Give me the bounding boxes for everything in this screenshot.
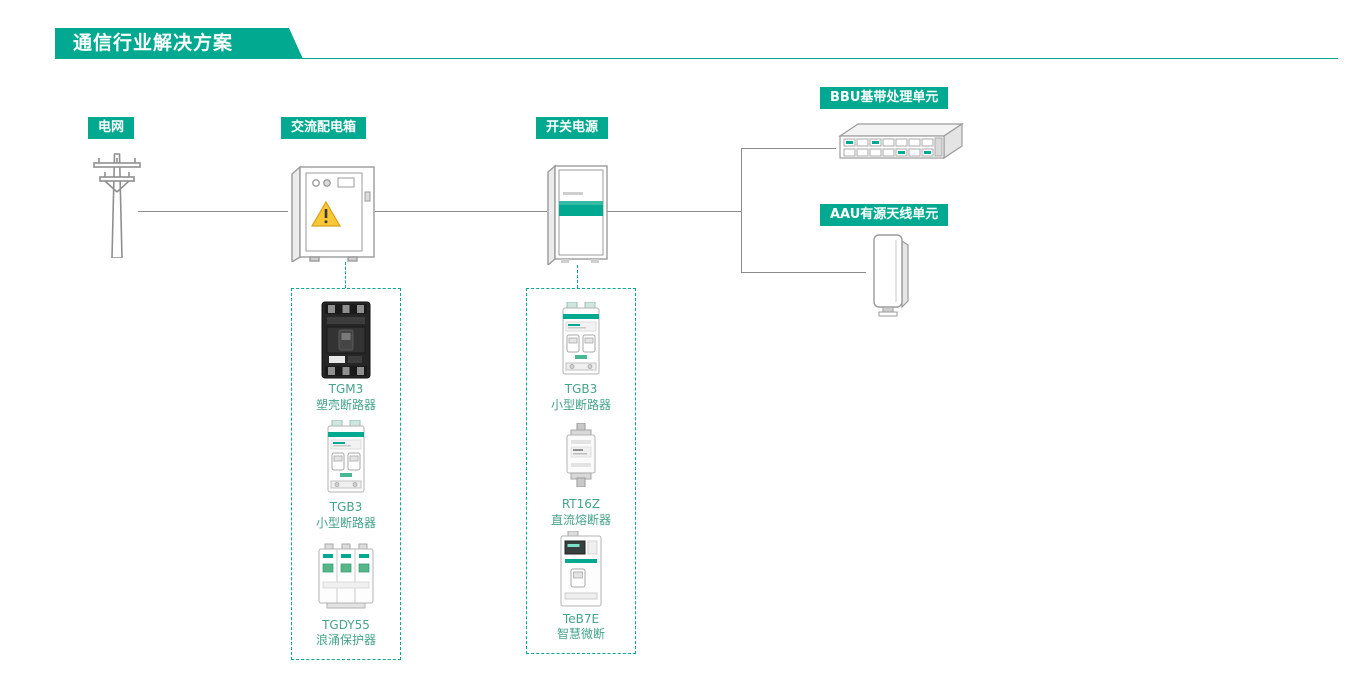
smart-breaker-icon	[541, 530, 621, 609]
title-banner: 通信行业解决方案	[55, 28, 303, 59]
node-label-psu: 开关电源	[536, 117, 609, 139]
page-title: 通信行业解决方案	[73, 32, 234, 54]
product-name: 塑壳断路器	[315, 397, 376, 412]
product-name: 智慧微断	[556, 627, 605, 642]
node-label-bbu: BBU基带处理单元	[820, 87, 949, 109]
node-label-grid: 电网	[88, 117, 135, 139]
product: TeB7E 智慧微断	[541, 530, 621, 643]
title-underline	[55, 58, 1338, 59]
aau-device-icon	[866, 231, 914, 319]
connector-branch-bbu	[741, 148, 836, 149]
node-label-aau: AAU有源天线单元	[820, 204, 949, 226]
surge-protector-icon	[306, 537, 386, 615]
product-model: TGDY55	[322, 617, 370, 632]
connector-branch-aau	[741, 272, 866, 273]
product: RT16Z 直流熔断器	[541, 416, 621, 528]
bbu-device-icon	[836, 118, 966, 166]
product-name: 直流熔断器	[550, 512, 611, 527]
node-label-acbox: 交流配电箱	[281, 117, 367, 139]
product-group-psu: TGB3 小型断路器 RT16Z	[526, 288, 636, 654]
distribution-box-icon	[286, 162, 381, 264]
connector-grid-acbox	[138, 211, 288, 212]
product-name: 小型断路器	[315, 515, 376, 530]
product: TGB3 小型断路器	[306, 419, 386, 531]
node-label-grid-text: 电网	[98, 120, 125, 135]
molded-case-breaker-icon	[306, 301, 386, 379]
utility-pole-icon	[92, 148, 142, 259]
product-model: TGB3	[329, 499, 363, 514]
connector-psu-branch	[606, 211, 742, 212]
product-name: 浪涌保护器	[315, 633, 376, 648]
connector-acbox-psu	[375, 211, 547, 212]
connector-branch-vertical	[741, 148, 742, 272]
product-model: RT16Z	[561, 496, 601, 511]
product: TGB3 小型断路器	[541, 301, 621, 413]
node-label-bbu-text: BBU基带处理单元	[830, 90, 939, 105]
product-model: TGB3	[564, 382, 598, 396]
miniature-breaker-icon	[306, 419, 386, 497]
power-cabinet-icon	[545, 162, 611, 267]
node-label-acbox-text: 交流配电箱	[291, 120, 357, 135]
product: TGDY55 浪涌保护器	[306, 537, 386, 649]
dc-fuse-icon	[541, 416, 621, 494]
product-group-acbox: TGM3 塑壳断路器	[291, 288, 401, 660]
product-model: TGM3	[328, 382, 364, 396]
dashed-connector-acbox	[345, 262, 346, 288]
product: TGM3 塑壳断路器	[306, 301, 386, 413]
product-name: 小型断路器	[550, 397, 611, 412]
miniature-breaker-icon	[541, 301, 621, 379]
product-model: TeB7E	[562, 611, 600, 626]
node-label-aau-text: AAU有源天线单元	[830, 207, 939, 222]
dashed-connector-psu	[577, 265, 578, 288]
node-label-psu-text: 开关电源	[546, 120, 599, 135]
